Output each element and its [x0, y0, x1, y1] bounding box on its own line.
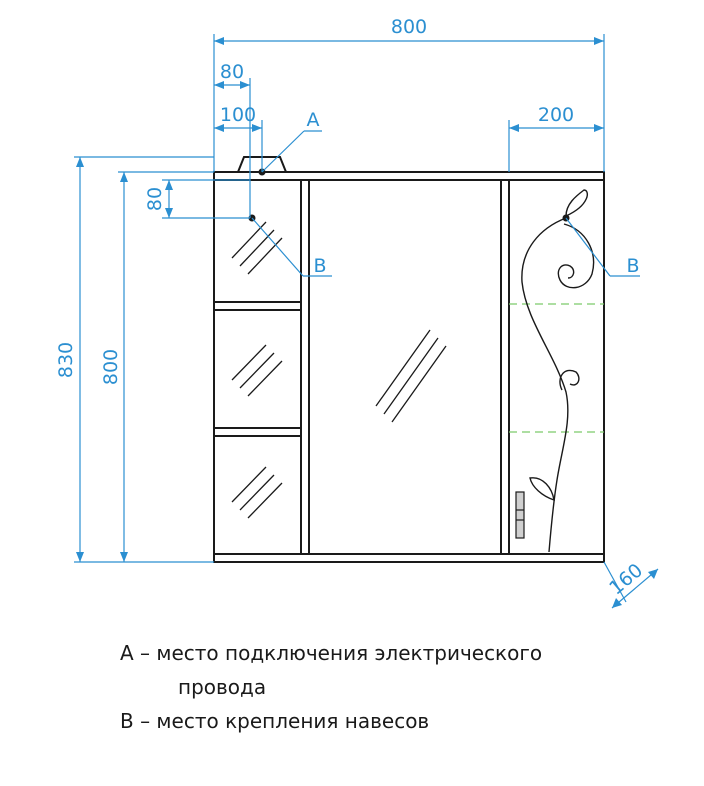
dim-left-offset-80: 80: [220, 61, 244, 83]
dim-total-height: 830: [55, 342, 77, 378]
marker-a: A: [307, 109, 320, 131]
legend-a-line1: A – место подключения электрического: [120, 641, 543, 665]
floral-decoration: [521, 189, 595, 553]
glass-reflections: [231, 221, 447, 519]
cabinet-outline: [213, 156, 605, 563]
cabinet-drawing: 800 80 100 200 830 800 80 160 A B B: [55, 16, 659, 609]
legend-a-line2: провода: [178, 675, 267, 699]
legend: A – место подключения электрического про…: [120, 636, 542, 738]
legend-b-line: B – место крепления навесов: [120, 709, 430, 733]
marker-b-right: B: [626, 255, 639, 277]
dim-vertical-80: 80: [144, 187, 166, 211]
dim-left-offset-100: 100: [220, 104, 256, 126]
marker-b-left: B: [313, 255, 326, 277]
dim-right-section-width: 200: [538, 104, 574, 126]
dim-body-height: 800: [100, 349, 122, 385]
dim-depth: 160: [605, 559, 647, 599]
arrowheads: [76, 37, 658, 608]
hidden-shelves: [509, 303, 604, 433]
mount-points: [248, 168, 570, 222]
cabinet-body: [213, 171, 605, 563]
dim-overall-width: 800: [391, 16, 427, 38]
handle: [515, 491, 525, 539]
